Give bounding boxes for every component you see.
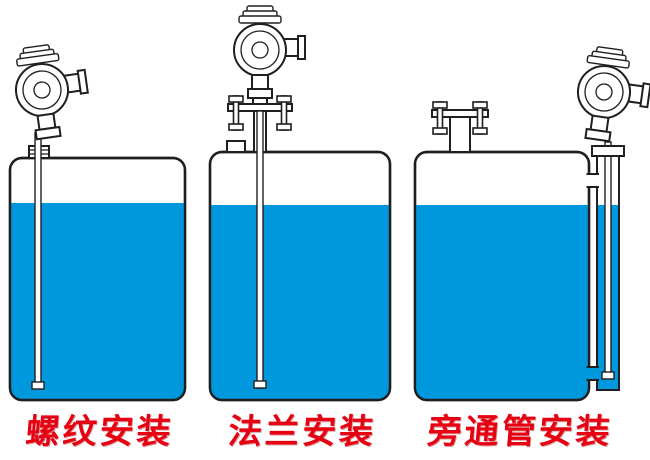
pipe-connector-bottom bbox=[586, 366, 599, 381]
level-transmitter-icon bbox=[233, 5, 306, 99]
probe-tip bbox=[601, 371, 615, 380]
tank-stub-nozzle bbox=[226, 140, 246, 153]
connector-bore bbox=[587, 367, 599, 380]
label-bypass-pipe-mount: 旁通管安装 bbox=[425, 411, 615, 452]
tank-liquid bbox=[211, 205, 389, 399]
bolt-nut bbox=[472, 101, 488, 109]
tank-liquid-clip bbox=[211, 205, 389, 399]
nozzle-pipe bbox=[449, 116, 471, 153]
bolt-nut bbox=[432, 101, 448, 109]
bypass-mount-diagram bbox=[413, 43, 650, 402]
bolt-nut bbox=[228, 123, 244, 131]
probe-rod bbox=[604, 141, 612, 379]
flange-assembly bbox=[227, 95, 293, 131]
probe-rod bbox=[34, 132, 42, 389]
flange-mount-diagram bbox=[208, 5, 392, 402]
level-transmitter-icon bbox=[9, 39, 95, 143]
label-threaded-mount: 螺纹安装 bbox=[23, 411, 176, 452]
flange-plate bbox=[431, 109, 489, 118]
probe-rod bbox=[256, 110, 264, 389]
threaded-mount-diagram bbox=[8, 39, 187, 402]
tank-outline bbox=[208, 150, 392, 402]
tank-liquid-clip bbox=[416, 205, 588, 399]
bypass-top-flange bbox=[591, 145, 625, 157]
connector-bore bbox=[587, 174, 599, 187]
tank-outline bbox=[413, 150, 591, 402]
bolt-nut bbox=[276, 95, 292, 103]
tank-liquid bbox=[416, 205, 588, 399]
bolt-nut bbox=[432, 127, 448, 135]
label-flange-mount: 法兰安装 bbox=[226, 411, 378, 452]
probe-tip bbox=[253, 380, 267, 389]
bolt-nut bbox=[228, 95, 244, 103]
bolt-nut bbox=[472, 127, 488, 135]
tank-outline bbox=[8, 156, 187, 402]
blind-flange-nozzle bbox=[431, 101, 489, 153]
pipe-connector-top bbox=[586, 173, 599, 188]
level-transmitter-icon bbox=[570, 43, 650, 147]
bypass-pipe-assembly bbox=[586, 141, 625, 391]
bolt-nut bbox=[276, 123, 292, 131]
probe-tip bbox=[31, 381, 45, 390]
